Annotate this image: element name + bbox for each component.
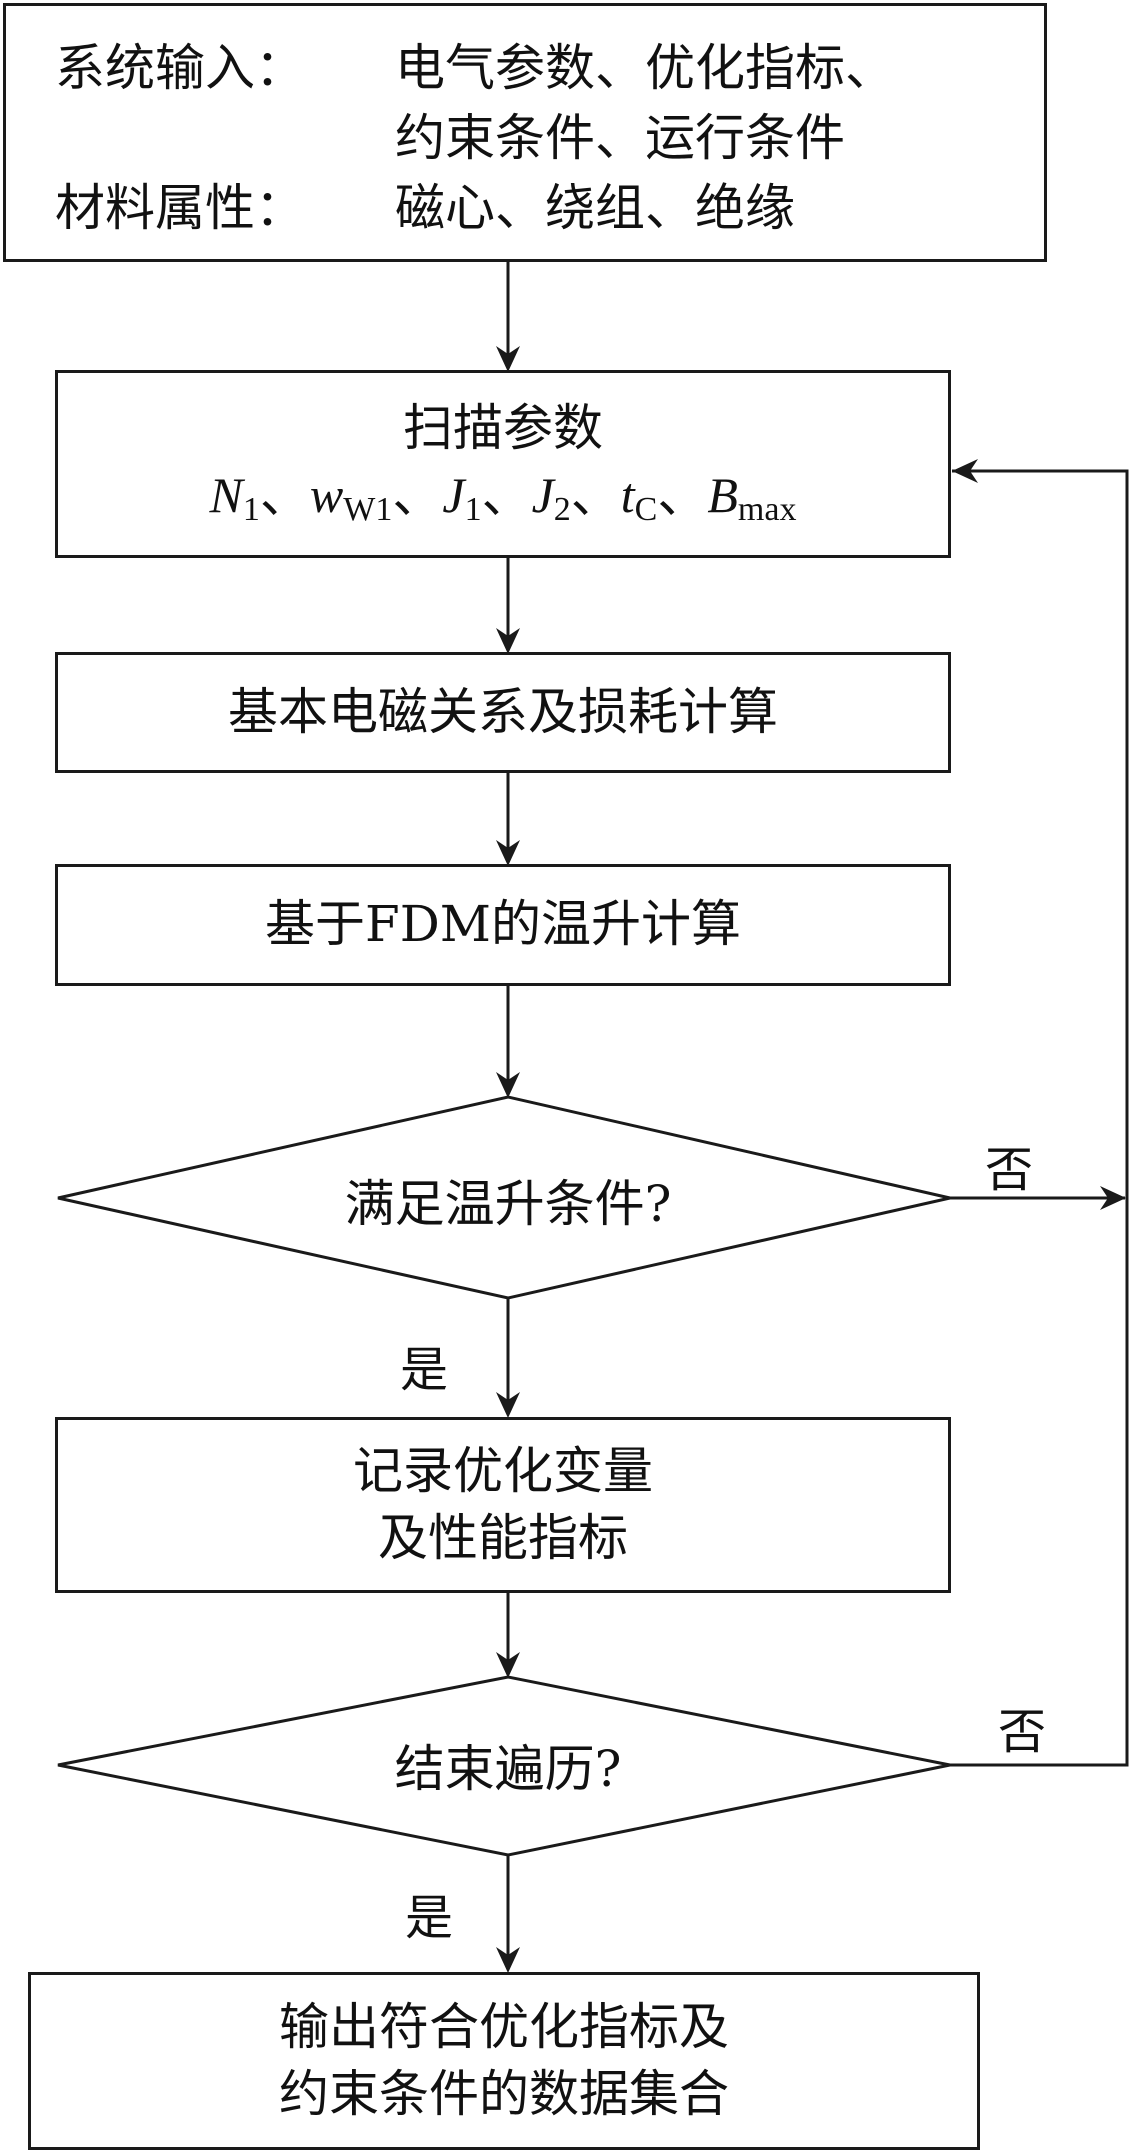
decision2-label: 结束遍历? (394, 1740, 622, 1798)
system-input-value-2: 约束条件、运行条件 (395, 109, 845, 167)
output-dataset-box: 输出符合优化指标及 约束条件的数据集合 (28, 1972, 980, 2150)
arrowhead-output (496, 1947, 520, 1973)
em-loss-calc-label: 基本电磁关系及损耗计算 (228, 682, 778, 741)
fdm-thermal-calc-box: 基于FDM的温升计算 (55, 864, 951, 986)
record-variables-line1: 记录优化变量 (353, 1441, 653, 1500)
arrowhead-loop (952, 459, 978, 483)
scan-param: N1 (209, 467, 260, 529)
scan-param-separator: 、 (259, 467, 310, 524)
scan-param-separator: 、 (657, 467, 708, 524)
scan-param: J1 (442, 467, 482, 529)
arrowhead-scan (496, 346, 520, 372)
scan-parameters-box: 扫描参数 N1、wW1、J1、J2、tC、Bmax (55, 370, 951, 558)
scan-param-subscript: 2 (553, 491, 571, 529)
scan-param-separator: 、 (570, 467, 621, 524)
arrowhead-calc (496, 628, 520, 654)
scan-param-subscript: 1 (464, 491, 482, 529)
decision2-yes-label: 是 (405, 1890, 454, 1946)
record-variables-box: 记录优化变量 及性能指标 (55, 1417, 951, 1593)
scan-param: Bmax (707, 467, 797, 529)
decision1-yes-label: 是 (400, 1342, 449, 1398)
arrowhead-thermal (496, 840, 520, 866)
scan-param-subscript: 1 (242, 491, 260, 529)
output-dataset-line2: 约束条件的数据集合 (279, 2065, 729, 2123)
scan-param: tC (620, 467, 658, 529)
scan-param-subscript: W1 (343, 491, 393, 529)
decision2-no-loop (950, 469, 1129, 1767)
fdm-thermal-calc-label: 基于FDM的温升计算 (265, 895, 741, 954)
scan-param: wW1 (309, 467, 393, 529)
system-input-value: 电气参数、优化指标、 (395, 39, 895, 97)
decision2-no-label: 否 (998, 1704, 1047, 1760)
arrowhead-record (496, 1392, 520, 1418)
material-property-label: 材料属性： (55, 179, 305, 237)
material-property-value: 磁心、绕组、绝缘 (395, 179, 795, 237)
scan-param-separator: 、 (481, 467, 532, 524)
scan-parameters-title: 扫描参数 (403, 398, 603, 457)
system-input-box (3, 3, 1047, 262)
scan-parameters-list: N1、wW1、J1、J2、tC、Bmax (210, 462, 797, 533)
scan-param: J2 (531, 467, 571, 529)
decision1-no-label: 否 (985, 1142, 1034, 1198)
scan-param-subscript: max (737, 491, 797, 529)
scan-param-subscript: C (634, 491, 658, 529)
arrowhead-decision1 (496, 1072, 520, 1098)
output-dataset-line1: 输出符合优化指标及 (279, 1997, 729, 2056)
decision1-label: 满足温升条件? (344, 1175, 672, 1233)
em-loss-calc-box: 基本电磁关系及损耗计算 (55, 652, 951, 773)
scan-param-separator: 、 (392, 467, 443, 524)
record-variables-line2: 及性能指标 (378, 1509, 628, 1567)
system-input-label: 系统输入： (55, 39, 305, 97)
arrowhead-decision2 (496, 1652, 520, 1678)
arrowhead-no1 (1100, 1186, 1126, 1210)
